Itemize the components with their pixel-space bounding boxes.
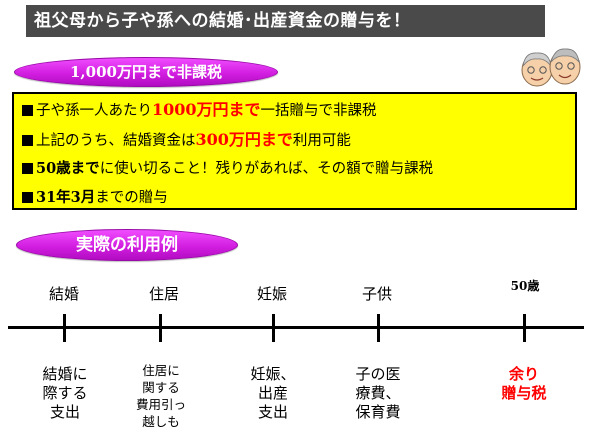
- timeline-desc-child: 子の医 療費、 保育費: [355, 365, 401, 421]
- square-bullet-icon: [22, 191, 33, 203]
- elderly-couple-icon: [521, 48, 581, 87]
- timeline-category-child: 子供: [361, 285, 392, 303]
- summary-line-1: 子や孫一人あたり1000万円まで一括贈与で非課税: [22, 96, 569, 126]
- summary-line-4: 31年3月までの贈与: [22, 184, 569, 213]
- timeline-desc-housing: 住居に 関する 費用引っ 越しも: [135, 363, 186, 429]
- timeline-category-marriage: 結婚: [48, 285, 79, 303]
- timeline-category-pregnancy: 妊娠: [256, 285, 287, 303]
- usage-example-badge: 実際の利用例: [16, 229, 238, 261]
- non-taxable-badge: 1,000万円まで非課税: [14, 57, 278, 87]
- timeline-tick: [63, 314, 66, 342]
- square-bullet-icon: [22, 163, 33, 174]
- timeline-category-age50: 50歳: [510, 279, 540, 293]
- page-title: 祖父母から子や孫への結婚･出産資金の贈与を！: [26, 5, 545, 37]
- summary-box: 子や孫一人あたり1000万円まで一括贈与で非課税 上記のうち、結婚資金は300万…: [12, 92, 577, 210]
- summary-line-3: 50歳までに使い切ること！残りがあれば、その額で贈与課税: [22, 155, 569, 184]
- timeline-category-housing: 住居: [148, 285, 179, 303]
- summary-line-2: 上記のうち、結婚資金は300万円まで利用可能: [22, 126, 569, 156]
- square-bullet-icon: [22, 134, 33, 146]
- timeline-axis: [8, 326, 584, 329]
- timeline-tick: [377, 314, 380, 342]
- timeline-tick: [272, 314, 275, 342]
- timeline-desc-age50: 余り 贈与税: [501, 365, 547, 402]
- timeline-tick: [159, 314, 162, 342]
- timeline-desc-marriage: 結婚に 際する 支出: [42, 365, 88, 421]
- timeline-desc-pregnancy: 妊娠、 出産 支出: [250, 365, 296, 421]
- timeline-tick: [523, 314, 526, 342]
- square-bullet-icon: [22, 105, 33, 116]
